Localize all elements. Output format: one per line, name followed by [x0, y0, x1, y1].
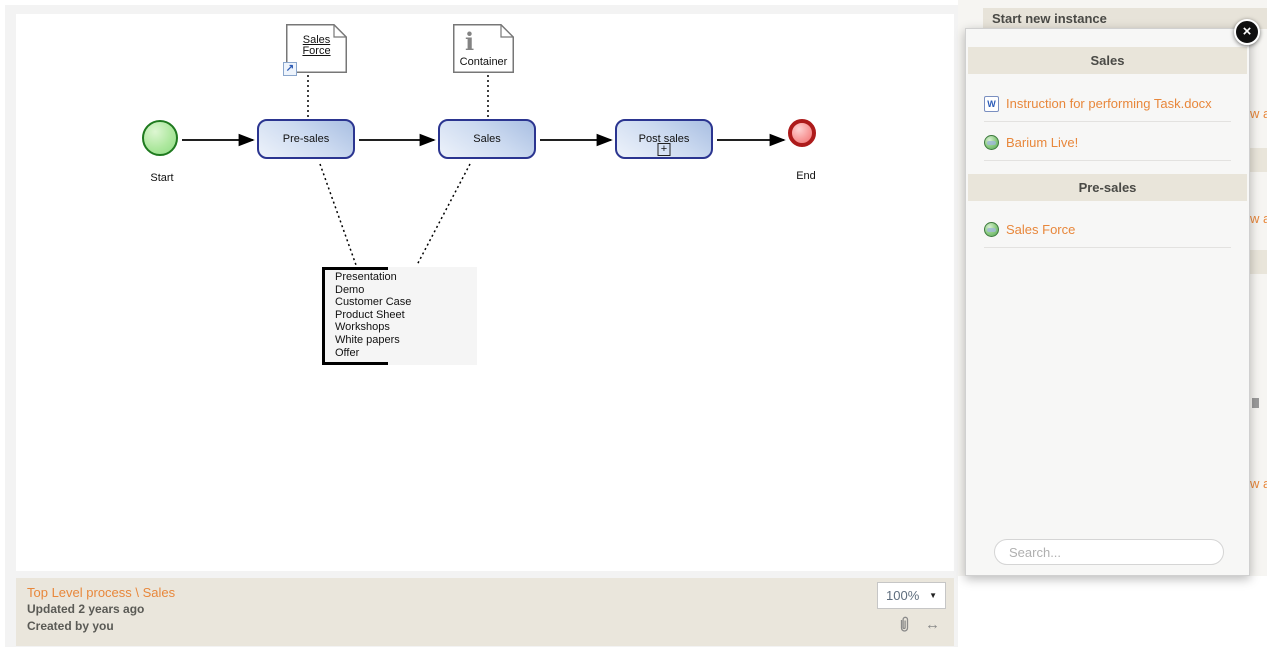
search-container: [994, 539, 1224, 565]
end-event-label: End: [796, 170, 816, 182]
breadcrumb[interactable]: Top Level process \ Sales: [27, 585, 176, 600]
document-shape-icon: [453, 24, 514, 73]
word-document-icon: W: [984, 95, 999, 112]
external-link-icon[interactable]: ↗: [283, 62, 297, 76]
updated-text: Updated 2 years ago: [27, 602, 145, 616]
task-pre-sales[interactable]: Pre-sales: [257, 119, 355, 159]
task-label: Sales: [473, 133, 501, 145]
connector-layer: [182, 75, 786, 266]
clipped-section-bar: [1250, 148, 1267, 172]
globe-icon: [984, 135, 999, 150]
annotation-line: White papers: [335, 333, 400, 346]
task-label: Pre-sales: [282, 133, 330, 145]
task-sales[interactable]: Sales: [438, 119, 536, 159]
task-label: Post sales: [638, 133, 690, 145]
clipped-section-bar: [1250, 250, 1267, 274]
web-link-barium-live[interactable]: Barium Live!: [984, 125, 1231, 161]
created-text: Created by you: [27, 619, 114, 633]
annotation-line: Offer: [335, 346, 360, 359]
document-sales-force[interactable]: Sales Force ↗: [283, 24, 347, 76]
start-new-instance-header: Start new instance: [983, 8, 1267, 29]
subprocess-expand-icon[interactable]: +: [657, 143, 671, 156]
annotation-line: Workshops: [335, 321, 390, 334]
zoom-value: 100%: [886, 588, 920, 603]
process-meta: Top Level process \ Sales Updated 2 year…: [27, 584, 175, 635]
clipped-link-fragment[interactable]: w a: [1250, 476, 1267, 491]
close-icon[interactable]: ×: [1234, 19, 1260, 45]
association-presales-annotation: [319, 163, 357, 266]
clipped-link-fragment[interactable]: w a: [1250, 106, 1267, 121]
diagram-canvas[interactable]: Start Pre-sales Sales Post sales + End S…: [16, 14, 954, 571]
zoom-select[interactable]: 100% ▼: [877, 582, 946, 609]
documents-panel: Sales W Instruction for performing Task.…: [965, 28, 1250, 576]
annotation-line: Presentation: [335, 271, 397, 283]
text-annotation[interactable]: Presentation Demo Customer Case Product …: [322, 267, 477, 365]
clipped-icon-fragment: [1252, 398, 1259, 408]
clipped-link-fragment[interactable]: w a: [1250, 211, 1267, 226]
document-label: Sales Force: [302, 34, 331, 57]
fit-width-icon[interactable]: ↔: [925, 616, 940, 633]
background-page-bottom: [958, 576, 1267, 653]
document-link-label: Instruction for performing Task.docx: [1006, 96, 1212, 111]
section-header-sales: Sales: [968, 47, 1247, 74]
chevron-down-icon: ▼: [929, 591, 937, 600]
web-link-sales-force[interactable]: Sales Force: [984, 212, 1231, 248]
start-new-instance-title: Start new instance: [992, 11, 1107, 26]
web-link-label: Sales Force: [1006, 222, 1076, 237]
paperclip-icon[interactable]: [898, 616, 911, 633]
association-sales-annotation: [416, 163, 471, 266]
end-event[interactable]: [788, 119, 816, 147]
annotation-line: Demo: [335, 283, 365, 296]
status-bar: Top Level process \ Sales Updated 2 year…: [16, 578, 954, 646]
document-container[interactable]: i Container: [453, 24, 514, 73]
annotation-line: Product Sheet: [335, 308, 405, 321]
annotation-line: Customer Case: [335, 296, 412, 309]
globe-icon: [984, 222, 999, 237]
diagram-viewer: Start Pre-sales Sales Post sales + End S…: [5, 5, 958, 647]
section-header-pre-sales: Pre-sales: [968, 174, 1247, 201]
web-link-label: Barium Live!: [1006, 135, 1079, 150]
task-post-sales[interactable]: Post sales +: [615, 119, 713, 159]
statusbar-icons: ↔: [898, 616, 940, 633]
search-input[interactable]: [994, 539, 1224, 565]
start-event-label: Start: [150, 172, 174, 184]
info-icon: i: [465, 27, 475, 56]
document-link-instruction[interactable]: W Instruction for performing Task.docx: [984, 86, 1231, 122]
start-event[interactable]: [142, 120, 178, 156]
document-label: Container: [459, 56, 508, 68]
